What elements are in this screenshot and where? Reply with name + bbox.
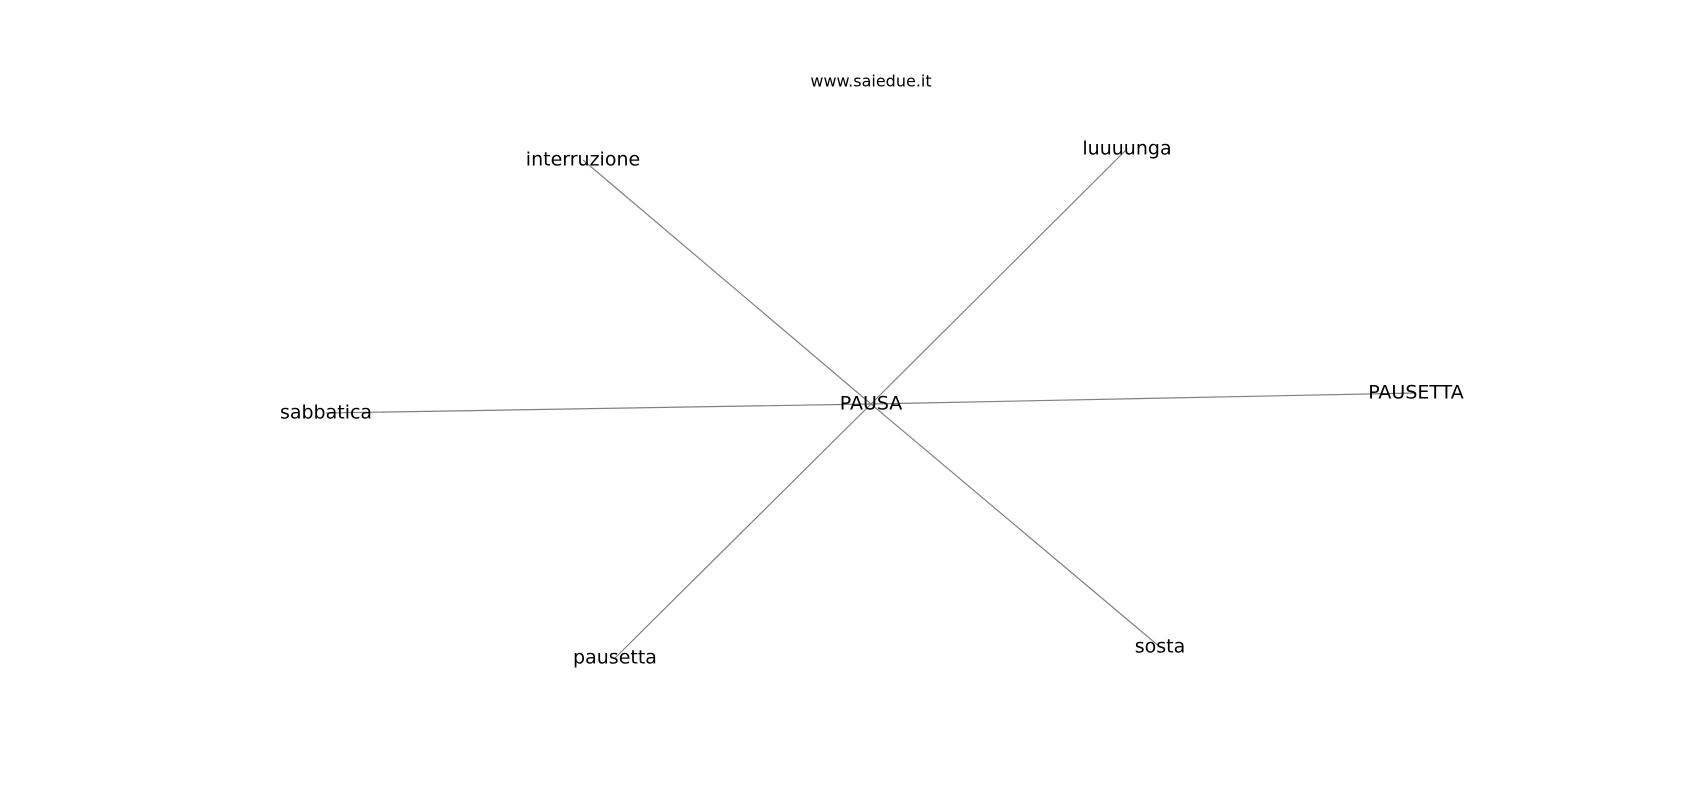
edge-pausa-sosta <box>870 403 1161 648</box>
node-center-pausa: PAUSA <box>840 393 903 415</box>
edge-pausa-pausetta-upper <box>870 392 1417 405</box>
edge-pausa-luuuunga <box>870 148 1128 405</box>
node-pausetta-upper: PAUSETTA <box>1368 382 1464 404</box>
edge-pausa-interruzione <box>582 159 872 405</box>
node-luuuunga: luuuunga <box>1082 138 1171 160</box>
edge-pausa-sabbatica <box>325 403 872 414</box>
site-watermark: www.saiedue.it <box>810 72 931 91</box>
node-interruzione: interruzione <box>526 149 640 171</box>
node-sabbatica: sabbatica <box>280 402 372 424</box>
node-pausetta: pausetta <box>573 647 657 669</box>
edge-pausa-pausetta <box>614 403 872 659</box>
node-sosta: sosta <box>1135 636 1186 658</box>
